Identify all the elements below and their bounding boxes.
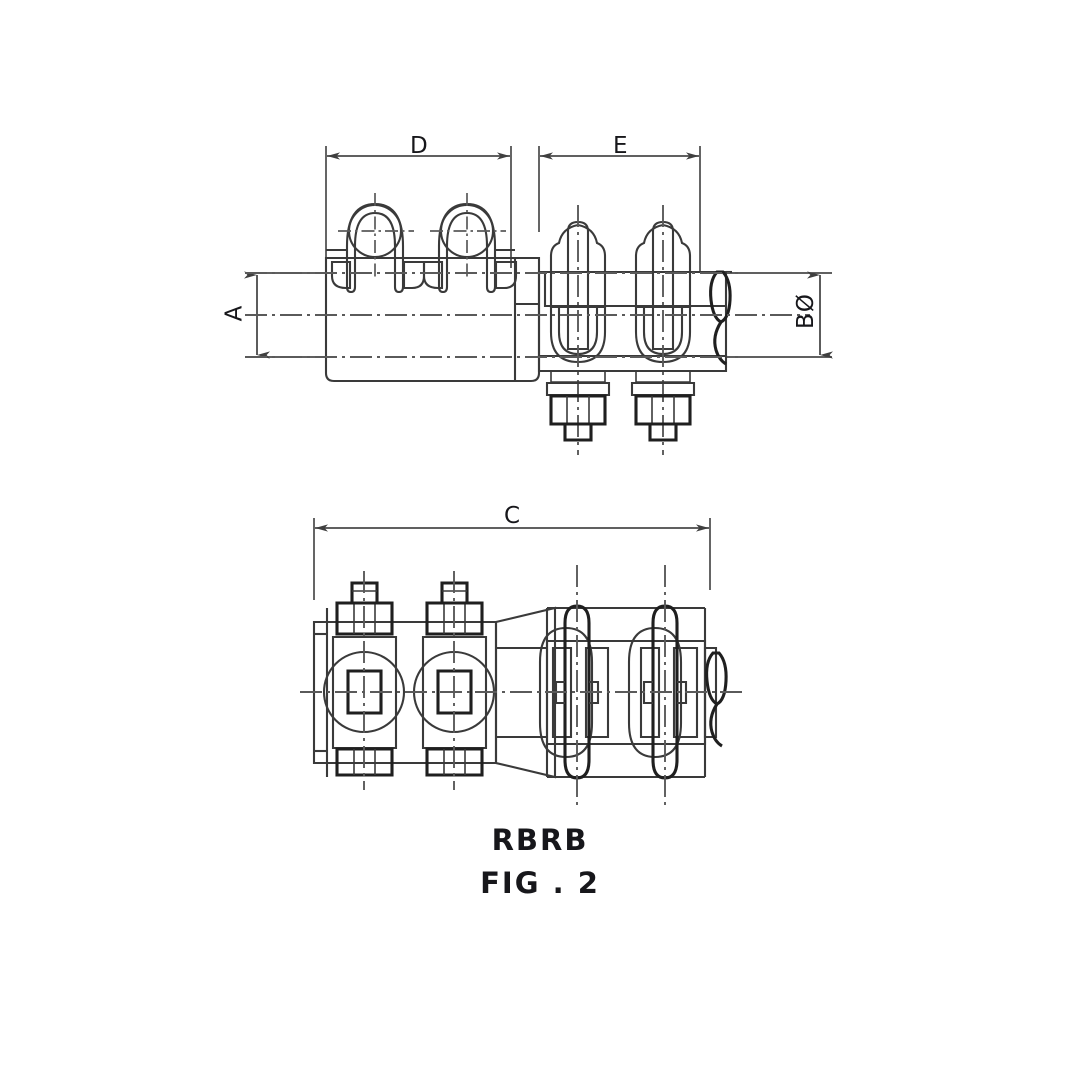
dimension-label-c: C <box>504 503 522 529</box>
side-elevation-view <box>245 193 810 455</box>
u-bolt-2-side <box>422 193 518 294</box>
dimension-label-b: BØ <box>792 293 819 329</box>
body-barrel <box>324 248 517 383</box>
jaw-clamp-2-side <box>634 205 692 455</box>
saddle-clamp-2-plan <box>412 571 496 790</box>
saddle-clamp-1-plan <box>322 571 406 790</box>
body-shoulder <box>515 256 541 383</box>
cable-loop-plan <box>703 646 728 748</box>
dimension-c <box>313 518 711 600</box>
hex-nut-stack-1-side <box>545 370 611 442</box>
dimension-label-e: E <box>613 133 629 159</box>
cable-loop-side <box>709 270 732 366</box>
dimension-label-d: D <box>410 133 429 159</box>
figure-label: FIG . 2 <box>480 866 600 900</box>
hex-nut-stack-2-side <box>630 370 696 442</box>
dimension-b-diameter <box>726 271 833 359</box>
jaw-clamp-2-plan <box>627 565 699 805</box>
part-name-label: RBRB <box>491 823 589 857</box>
jaw-clamp-1-plan <box>538 565 610 805</box>
plan-view <box>300 565 742 805</box>
jaw-clamp-1-side <box>549 205 607 455</box>
dimension-e <box>538 146 701 272</box>
u-bolt-1-side <box>330 193 426 294</box>
dimension-label-a: A <box>221 304 248 322</box>
